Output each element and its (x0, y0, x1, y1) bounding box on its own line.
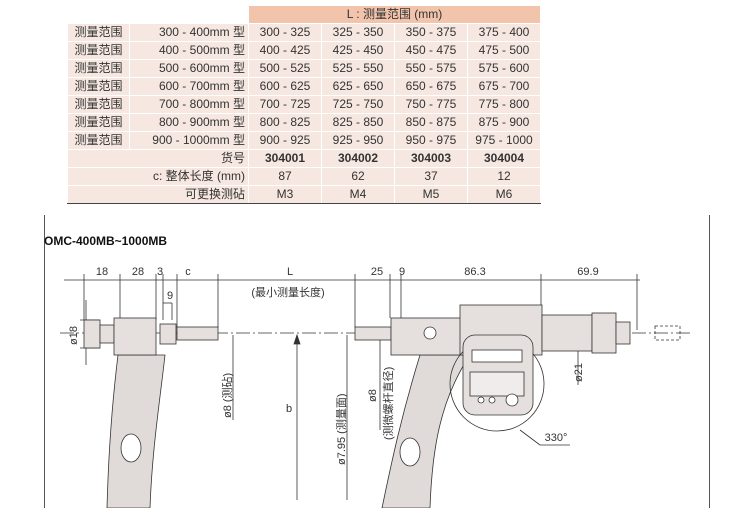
row-type: 800 - 900mm 型 (129, 113, 249, 132)
row-label: 测量范围 (67, 59, 130, 78)
dim-b: b (286, 403, 292, 415)
row-type: 400 - 500mm 型 (129, 41, 249, 60)
range-cell: 450 - 475 (394, 41, 468, 60)
length-label: c: 整体长度 (mm) (67, 167, 249, 186)
row-label: 测量范围 (67, 77, 130, 96)
row-label: 测量范围 (67, 41, 130, 60)
dim-phi18: ø18 (68, 326, 80, 345)
range-cell: 700 - 725 (248, 95, 322, 114)
range-header: L : 测量范围 (mm) (248, 5, 541, 24)
row-type: 500 - 600mm 型 (129, 59, 249, 78)
dim-3: 3 (157, 266, 163, 278)
range-cell: 875 - 900 (467, 113, 541, 132)
range-cell: 650 - 675 (394, 77, 468, 96)
range-cell: 425 - 450 (321, 41, 395, 60)
right-frame-arm (381, 354, 471, 508)
range-cell: 950 - 975 (394, 131, 468, 150)
ratchet (615, 321, 631, 345)
row-label: 测量范围 (67, 95, 130, 114)
dim-phi21: ø21 (573, 363, 585, 382)
range-cell: 925 - 950 (321, 131, 395, 150)
dim-69-9: 69.9 (577, 266, 598, 278)
sleeve (541, 314, 593, 352)
spindle-rod (354, 326, 392, 341)
anvil-block (113, 317, 157, 356)
dim-86-3: 86.3 (464, 266, 485, 278)
dim-18: 18 (96, 266, 108, 278)
length-value: 62 (321, 167, 395, 186)
code-value: 304001 (248, 149, 322, 168)
code-label: 货号 (67, 149, 249, 168)
anvil-label: 可更换测砧 (67, 185, 249, 204)
range-cell: 725 - 750 (321, 95, 395, 114)
range-cell: 975 - 1000 (467, 131, 541, 150)
range-cell: 675 - 700 (467, 77, 541, 96)
row-label: 测量范围 (67, 113, 130, 132)
spindle-note: (测微螺杆直径) (381, 367, 395, 440)
left-frame-arm (106, 354, 166, 508)
range-cell: 575 - 600 (467, 59, 541, 78)
anvil-value: M4 (321, 185, 395, 204)
range-cell: 775 - 800 (467, 95, 541, 114)
dim-phi7-95: ø7.95 (测量面) (335, 393, 348, 465)
dim-L-note: (最小测量长度) (251, 285, 324, 299)
range-cell: 475 - 500 (467, 41, 541, 60)
dim-9: 9 (399, 266, 405, 278)
length-value: 87 (248, 167, 322, 186)
row-label: 测量范围 (67, 23, 130, 42)
range-cell: 500 - 525 (248, 59, 322, 78)
knurled-cap (83, 319, 101, 349)
anvil-value: M6 (467, 185, 541, 204)
range-cell: 350 - 375 (394, 23, 468, 42)
anvil-value: M5 (394, 185, 468, 204)
row-type: 900 - 1000mm 型 (129, 131, 249, 150)
code-value: 304002 (321, 149, 395, 168)
dim-phi8-anvil: ø8 (测砧) (220, 373, 234, 418)
row-label: 测量范围 (67, 131, 130, 150)
diagram-title: OMC-400MB~1000MB (44, 234, 168, 248)
dim-L: L (287, 266, 293, 278)
code-value: 304004 (467, 149, 541, 168)
angle-330: 330° (545, 432, 568, 444)
anvil-rod (176, 326, 219, 341)
dim-25: 25 (371, 266, 383, 278)
range-cell: 325 - 350 (321, 23, 395, 42)
thimble (591, 312, 617, 354)
dim-28: 28 (132, 266, 144, 278)
frame-left-border (44, 215, 45, 508)
range-cell: 375 - 400 (467, 23, 541, 42)
range-cell: 525 - 550 (321, 59, 395, 78)
dim-9-left: 9 (167, 290, 173, 302)
row-type: 300 - 400mm 型 (129, 23, 249, 42)
dim-phi8-spindle: ø8 (367, 389, 379, 402)
frame-right-border (709, 215, 710, 508)
range-cell: 750 - 775 (394, 95, 468, 114)
row-type: 700 - 800mm 型 (129, 95, 249, 114)
dim-c: c (185, 266, 191, 278)
range-cell: 825 - 850 (321, 113, 395, 132)
range-cell: 600 - 625 (248, 77, 322, 96)
row-type: 600 - 700mm 型 (129, 77, 249, 96)
